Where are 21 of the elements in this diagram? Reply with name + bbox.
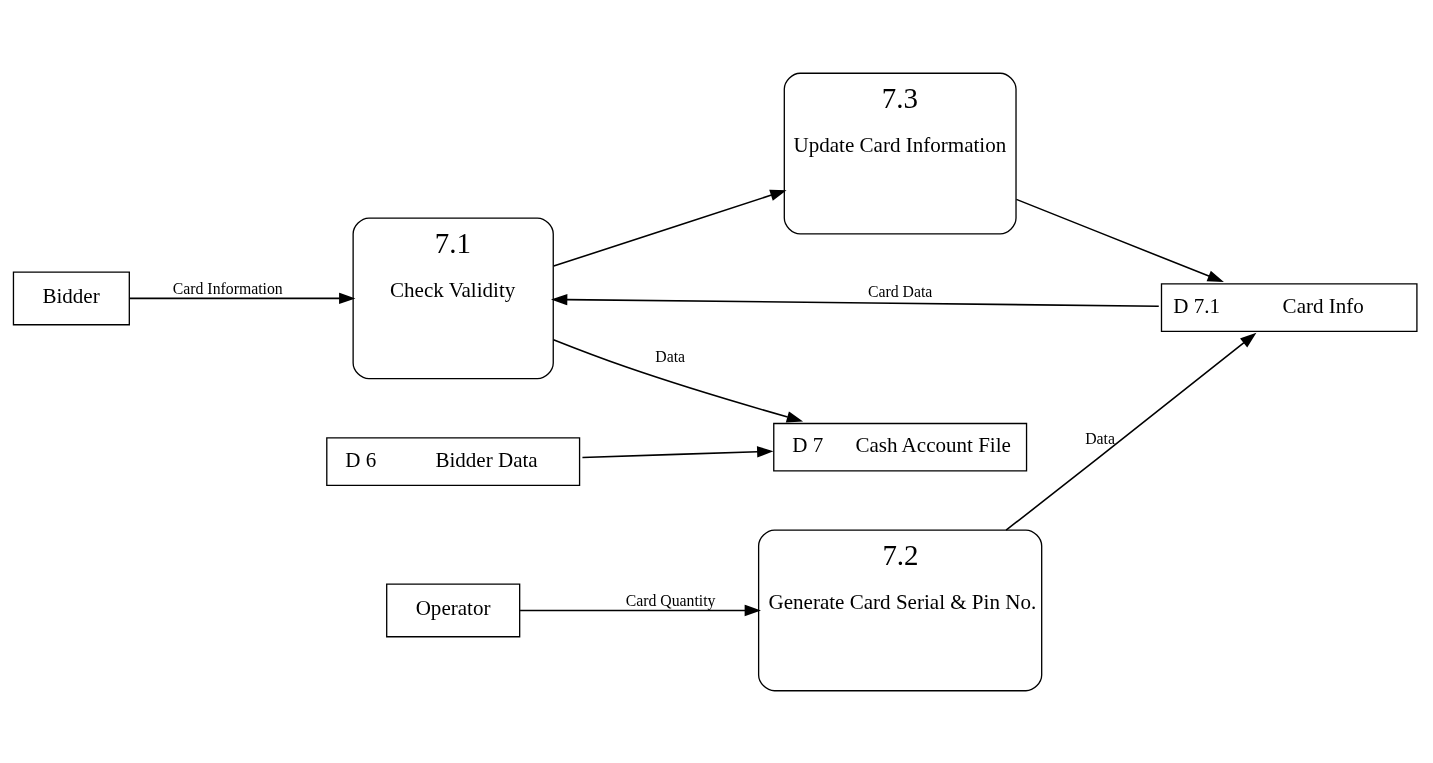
arrow xyxy=(1005,332,1257,531)
arrow xyxy=(552,189,787,267)
edge-label: Data xyxy=(655,347,686,365)
arrow xyxy=(128,292,356,304)
node-box: 7.3 Update Card Information xyxy=(783,72,1017,235)
edge-label: Card Data xyxy=(867,282,933,300)
edge-label: Card Quantity xyxy=(625,591,716,609)
node-box: Bidder xyxy=(12,270,130,325)
node-box: Operator xyxy=(386,582,521,637)
node-box: 7.2 Generate Card Serial & Pin No. xyxy=(757,528,1043,691)
arrow xyxy=(552,338,804,422)
arrow xyxy=(1015,198,1224,282)
arrow xyxy=(551,293,1160,307)
edge-label: Card Information xyxy=(172,279,283,297)
node-box: D 6 Bidder Data xyxy=(326,436,581,486)
arrow xyxy=(581,445,774,458)
edge-label: Data xyxy=(1085,429,1115,447)
arrow xyxy=(519,604,761,616)
node-box: D 7.1 Card Info xyxy=(1160,282,1418,332)
node-box: 7.1 Check Validity xyxy=(352,216,554,379)
node-box: D 7 Cash Account File xyxy=(773,422,1028,472)
